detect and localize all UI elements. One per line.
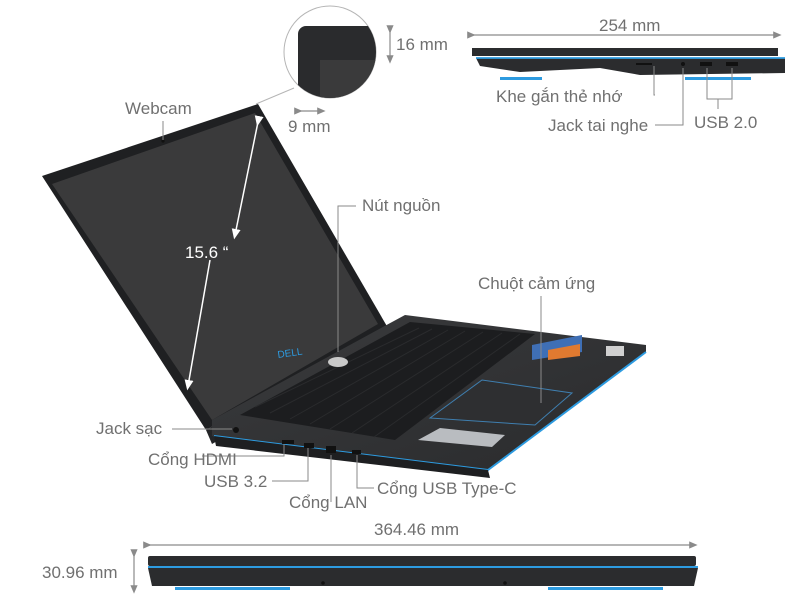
side-view — [467, 31, 785, 80]
touchpad — [428, 379, 574, 426]
power-button-graphic — [328, 357, 348, 367]
display-panel — [52, 113, 378, 420]
bezel-zoom-circle — [255, 5, 377, 105]
bezel-top-label: 16 mm — [396, 35, 448, 54]
front-width-label: 364.46 mm — [374, 520, 460, 539]
headphone-jack-label: Jack tai nghe — [548, 116, 649, 135]
bezel-side-label: 9 mm — [288, 117, 331, 136]
usb-2-label: USB 2.0 — [694, 113, 758, 132]
dell-logo: DELL — [277, 347, 304, 361]
power-button-label: Nút nguồn — [362, 196, 441, 215]
lan-port-label: Cổng LAN — [289, 493, 368, 512]
side-width-label: 254 mm — [599, 16, 661, 35]
palmrest-sticker — [418, 428, 505, 447]
webcam-label: Webcam — [125, 99, 192, 118]
usb-type-c-label: Cổng USB Type-C — [377, 479, 517, 498]
screen-size-label: 15.6 “ — [185, 243, 229, 262]
charging-jack-label: Jack sạc — [96, 419, 163, 438]
hdmi-port-label: Cổng HDMI — [148, 450, 237, 469]
usb-3-2-label: USB 3.2 — [204, 472, 268, 491]
leader-lines — [162, 66, 733, 502]
memory-card-slot-label: Khe gắn thẻ nhớ — [496, 87, 623, 106]
thickness-label: 30.96 mm — [42, 563, 118, 582]
keyboard-deck — [212, 315, 647, 478]
touchpad-label: Chuột cảm ứng — [478, 274, 596, 293]
front-view — [130, 541, 698, 594]
